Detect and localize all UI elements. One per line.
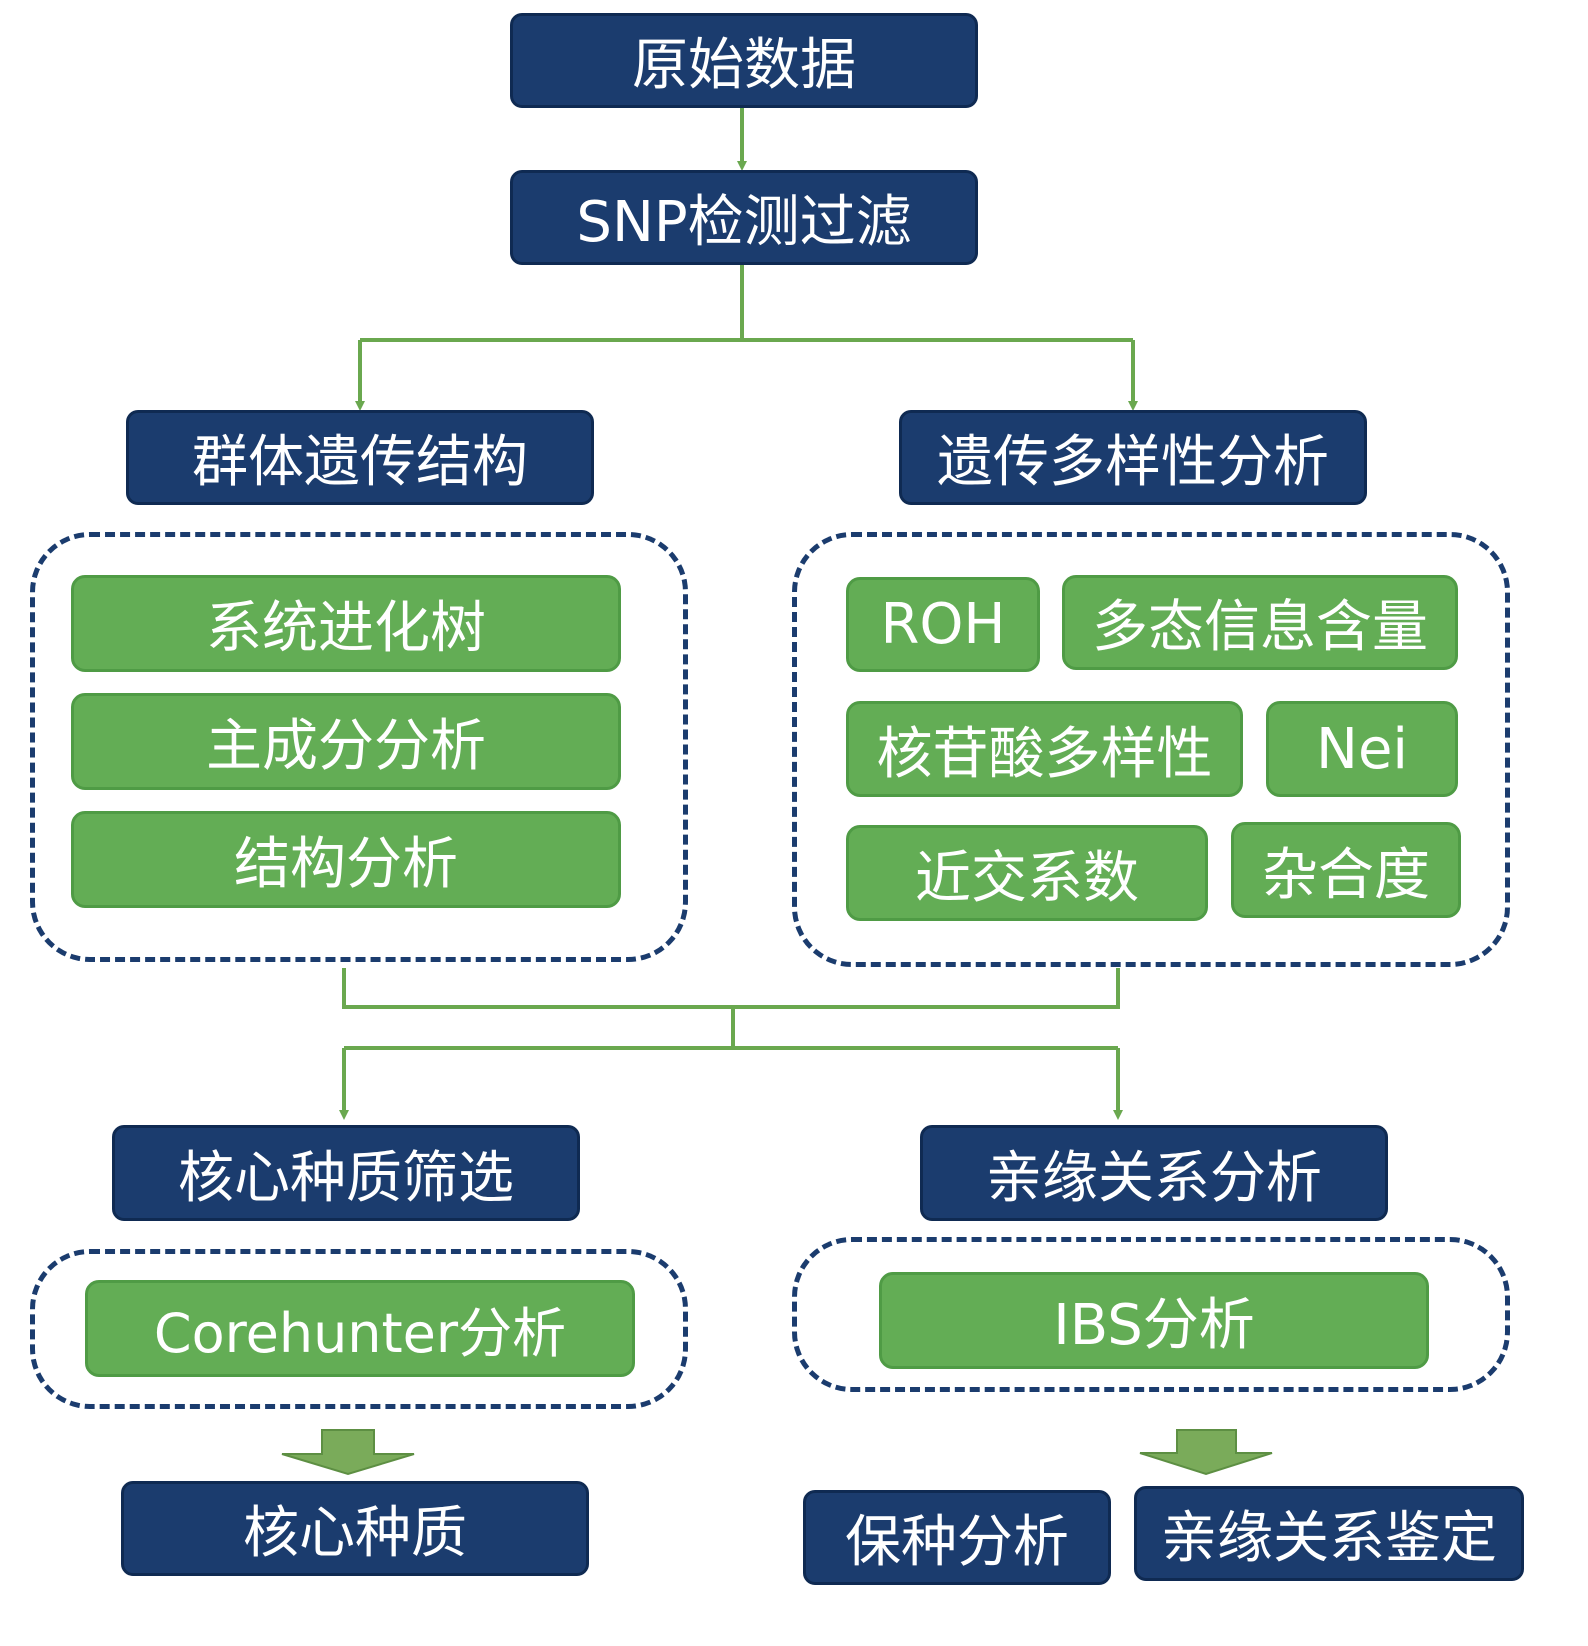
genetic-diversity-box: 遗传多样性分析 bbox=[899, 410, 1367, 505]
kinship-analysis-box: 亲缘关系分析 bbox=[920, 1125, 1388, 1221]
kinship-analysis-group bbox=[792, 1237, 1510, 1392]
population-structure-group bbox=[30, 532, 688, 962]
snp-filter-box: SNP检测过滤 bbox=[510, 170, 978, 265]
down-arrow-kinship bbox=[1139, 1429, 1273, 1476]
pca-box: 主成分分析 bbox=[71, 693, 621, 790]
ibs-analysis-box: IBS分析 bbox=[879, 1272, 1429, 1369]
core-germplasm-screening-box: 核心种质筛选 bbox=[112, 1125, 580, 1221]
genetic-diversity-group bbox=[792, 532, 1510, 967]
split-connector-top bbox=[360, 265, 1133, 342]
heterozygosity-box: 杂合度 bbox=[1231, 822, 1461, 918]
raw-data-box: 原始数据 bbox=[510, 13, 978, 108]
conservation-analysis-box: 保种分析 bbox=[803, 1490, 1111, 1585]
down-arrow-core bbox=[281, 1429, 415, 1476]
merge-connector bbox=[342, 968, 1120, 1050]
population-structure-box: 群体遗传结构 bbox=[126, 410, 594, 505]
kinship-identification-box: 亲缘关系鉴定 bbox=[1134, 1486, 1524, 1581]
corehunter-analysis-box: Corehunter分析 bbox=[85, 1280, 635, 1377]
structure-analysis-box: 结构分析 bbox=[71, 811, 621, 908]
roh-box: ROH bbox=[846, 577, 1040, 672]
phylogenetic-tree-box: 系统进化树 bbox=[71, 575, 621, 672]
nucleotide-diversity-box: 核苷酸多样性 bbox=[846, 701, 1243, 797]
core-germplasm-box: 核心种质 bbox=[121, 1481, 589, 1576]
inbreeding-coefficient-box: 近交系数 bbox=[846, 825, 1208, 921]
nei-box: Nei bbox=[1266, 701, 1458, 797]
pic-box: 多态信息含量 bbox=[1062, 575, 1458, 670]
core-screening-group bbox=[30, 1249, 688, 1409]
